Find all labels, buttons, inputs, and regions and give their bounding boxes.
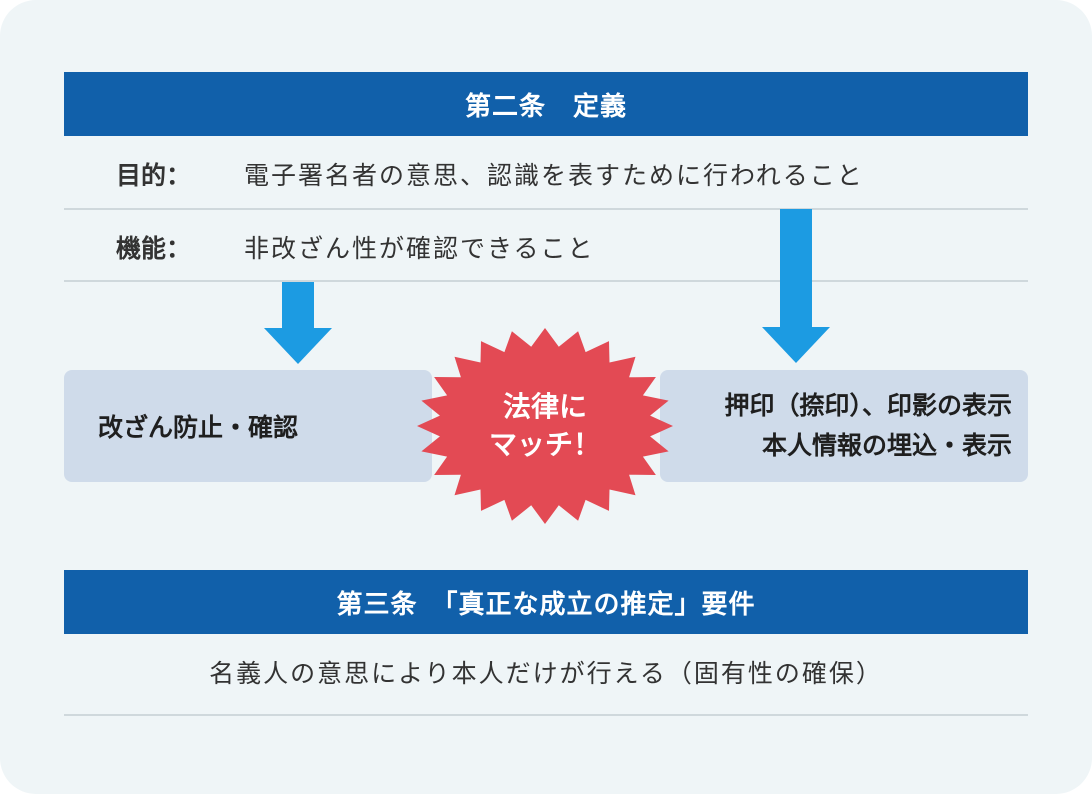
- purpose-label: 目的：: [116, 161, 192, 190]
- section2-header: 第二条 定義: [64, 72, 1028, 136]
- tamper-prevention-text: 改ざん防止・確認: [98, 413, 299, 442]
- seal-display-line1: 押印（捺印）、印影の表示: [724, 391, 1012, 420]
- function-arrow-icon: [264, 282, 332, 364]
- starburst-line1: 法律に: [502, 390, 587, 423]
- purpose-text: 電子署名者の意思、認識を表すために行われること: [244, 161, 864, 190]
- seal-display-box: 押印（捺印）、印影の表示 本人情報の埋込・表示: [660, 370, 1028, 482]
- function-divider: [64, 280, 1028, 282]
- starburst-icon: [417, 328, 673, 524]
- starburst-label: 法律に マッチ！: [412, 326, 678, 526]
- section3-text: 名義人の意思により本人だけが行える（固有性の確保）: [209, 659, 883, 688]
- section3-divider: [64, 714, 1028, 716]
- purpose-divider: [64, 208, 1028, 210]
- tamper-prevention-box: 改ざん防止・確認: [64, 370, 432, 482]
- function-label: 機能：: [116, 234, 192, 263]
- section3-header: 第三条 「真正な成立の推定」要件: [64, 570, 1028, 634]
- seal-display-line2: 本人情報の埋込・表示: [761, 431, 1012, 460]
- function-text: 非改ざん性が確認できること: [244, 234, 595, 263]
- purpose-arrow-icon: [762, 209, 830, 363]
- starburst-line2: マッチ！: [488, 428, 601, 461]
